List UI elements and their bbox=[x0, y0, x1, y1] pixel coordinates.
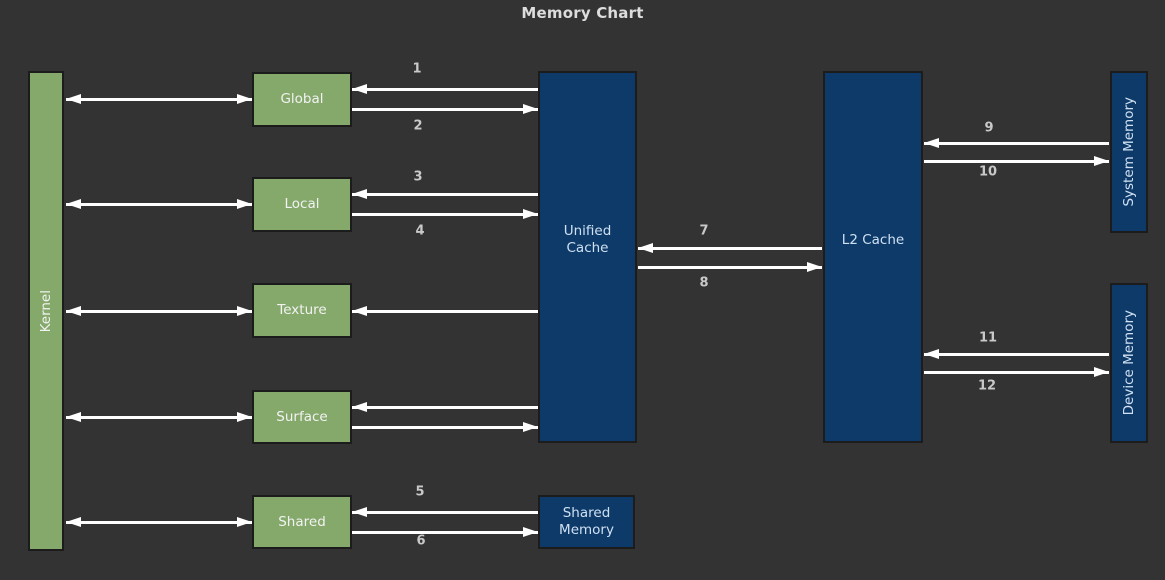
edge-kernel-texture-arrowhead-left-icon bbox=[66, 305, 81, 316]
edge-2-label: 2 bbox=[413, 118, 423, 134]
node-system-memory: System Memory bbox=[1110, 71, 1148, 233]
edge-5-line bbox=[352, 510, 538, 514]
edge-4-label: 4 bbox=[415, 223, 425, 239]
edge-kernel-texture-line bbox=[66, 309, 252, 313]
edge-kernel-surface-arrowhead-left-icon bbox=[66, 411, 81, 422]
edge-kernel-shared-line bbox=[66, 520, 252, 524]
edge-kernel-shared-arrowhead-left-icon bbox=[66, 516, 81, 527]
node-label-system-memory: System Memory bbox=[1120, 97, 1137, 207]
edge-3-arrowhead-left-icon bbox=[352, 188, 367, 199]
edge-surface-read-arrowhead-left-icon bbox=[352, 401, 367, 412]
edge-surface-read-line bbox=[352, 405, 538, 409]
edge-7-arrowhead-left-icon bbox=[638, 242, 653, 253]
node-surface: Surface bbox=[252, 390, 352, 444]
edge-kernel-global-arrowhead-right-icon bbox=[237, 93, 252, 104]
edge-6-arrowhead-right-icon bbox=[523, 526, 538, 537]
edge-7-label: 7 bbox=[699, 223, 709, 239]
diagram-title: Memory Chart bbox=[521, 4, 644, 22]
node-unified-cache: Unified Cache bbox=[538, 71, 637, 443]
edge-4-arrowhead-right-icon bbox=[523, 208, 538, 219]
node-label-surface: Surface bbox=[276, 408, 328, 425]
edge-2-line bbox=[352, 107, 538, 111]
edge-3-label: 3 bbox=[413, 169, 423, 185]
node-texture: Texture bbox=[252, 283, 352, 338]
edge-texture-read-arrowhead-left-icon bbox=[352, 305, 367, 316]
edge-kernel-global-line bbox=[66, 97, 252, 101]
edge-kernel-local-arrowhead-right-icon bbox=[237, 198, 252, 209]
edge-kernel-surface-arrowhead-right-icon bbox=[237, 411, 252, 422]
edge-11-label: 11 bbox=[978, 330, 998, 346]
edge-1-line bbox=[352, 87, 538, 91]
edge-kernel-texture-arrowhead-right-icon bbox=[237, 305, 252, 316]
edge-6-line bbox=[352, 530, 538, 534]
edge-kernel-surface-line bbox=[66, 415, 252, 419]
node-label-global: Global bbox=[280, 91, 324, 108]
edge-4-line bbox=[352, 212, 538, 216]
edge-12-arrowhead-right-icon bbox=[1094, 366, 1109, 377]
edge-kernel-local-line bbox=[66, 202, 252, 206]
node-label-shared: Shared bbox=[278, 513, 326, 530]
node-shared-memory: Shared Memory bbox=[538, 495, 635, 549]
node-local: Local bbox=[252, 177, 352, 232]
node-l2-cache: L2 Cache bbox=[823, 71, 923, 443]
edge-kernel-shared-arrowhead-right-icon bbox=[237, 516, 252, 527]
edge-8-line bbox=[638, 265, 822, 269]
edge-9-line bbox=[924, 141, 1109, 145]
node-device-memory: Device Memory bbox=[1110, 283, 1148, 443]
edge-3-line bbox=[352, 192, 538, 196]
node-shared: Shared bbox=[252, 495, 352, 549]
edge-6-label: 6 bbox=[416, 533, 426, 549]
edge-surface-write-line bbox=[352, 425, 538, 429]
edge-9-label: 9 bbox=[984, 120, 994, 136]
node-kernel: Kernel bbox=[28, 71, 64, 551]
edge-10-label: 10 bbox=[978, 164, 998, 180]
edge-1-arrowhead-left-icon bbox=[352, 83, 367, 94]
edge-surface-write-arrowhead-right-icon bbox=[523, 421, 538, 432]
node-label-kernel: Kernel bbox=[37, 289, 54, 333]
edge-1-label: 1 bbox=[412, 61, 422, 77]
edge-11-line bbox=[924, 352, 1109, 356]
edge-kernel-global-arrowhead-left-icon bbox=[66, 93, 81, 104]
edge-8-arrowhead-right-icon bbox=[807, 261, 822, 272]
edge-5-label: 5 bbox=[415, 484, 425, 500]
edge-12-label: 12 bbox=[977, 378, 997, 394]
node-label-local: Local bbox=[284, 196, 320, 213]
edge-2-arrowhead-right-icon bbox=[523, 103, 538, 114]
node-label-unified-cache: Unified Cache bbox=[563, 223, 612, 256]
node-label-l2-cache: L2 Cache bbox=[841, 231, 905, 248]
edge-9-arrowhead-left-icon bbox=[924, 137, 939, 148]
edge-5-arrowhead-left-icon bbox=[352, 506, 367, 517]
node-label-device-memory: Device Memory bbox=[1120, 310, 1137, 416]
node-label-texture: Texture bbox=[277, 302, 327, 319]
edge-10-line bbox=[924, 159, 1109, 163]
node-label-shared-memory: Shared Memory bbox=[559, 505, 614, 538]
edge-kernel-local-arrowhead-left-icon bbox=[66, 198, 81, 209]
edge-12-line bbox=[924, 370, 1109, 374]
edge-10-arrowhead-right-icon bbox=[1094, 155, 1109, 166]
edge-8-label: 8 bbox=[699, 275, 709, 291]
edge-7-line bbox=[638, 246, 822, 250]
edge-texture-read-line bbox=[352, 309, 538, 313]
node-global: Global bbox=[252, 72, 352, 127]
edge-11-arrowhead-left-icon bbox=[924, 348, 939, 359]
